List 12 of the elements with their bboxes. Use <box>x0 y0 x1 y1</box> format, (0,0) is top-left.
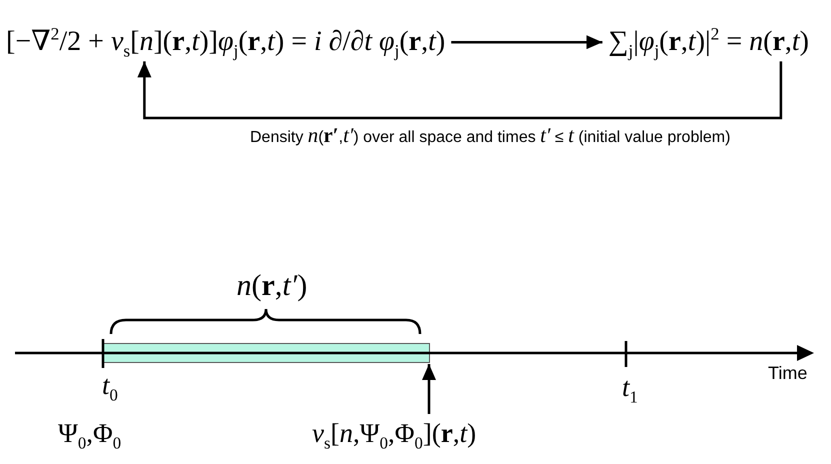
edge-label: Density n(r′,t′) over all space and times t′ ≤ t (initial value problem) <box>250 123 730 149</box>
tick-label: t$_{0}$ <box>102 369 118 404</box>
tick-label: t$_{1}$ <box>622 371 638 406</box>
equation: [−∇$^{2}$/2 + v$_{s}$[n](r,t)]φ$_{j}$(r,t) = i ∂/∂t φ$_{j}$(r,t) <box>6 24 446 60</box>
arrow <box>422 364 436 414</box>
math-label: v$_{s}$[n,Ψ$_{0}$,Φ$_{0}$](r,t) <box>312 416 476 452</box>
equation: ∑$_{j}$|φ$_{j}$(r,t)|$^{2}$ = n(r,t) <box>608 24 809 60</box>
arrow <box>451 35 602 50</box>
axis-label: Time <box>768 362 808 385</box>
feedback-arrow <box>137 61 782 120</box>
state-label: Ψ$_{0}$,Φ$_{0}$ <box>58 417 122 452</box>
brace-label: n(r,t′) <box>236 268 308 304</box>
